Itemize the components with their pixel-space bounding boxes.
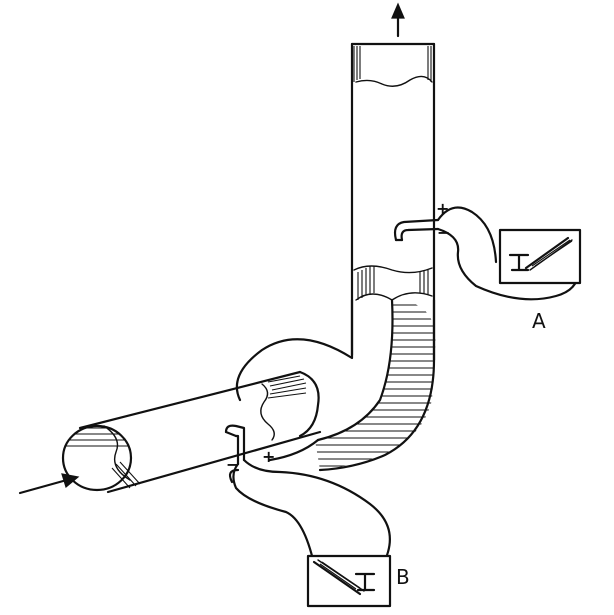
manometer-b-box [306,554,392,608]
inlet-mouth-hatching [64,427,128,447]
manometer-b-reservoir [354,572,376,592]
hose-a-plus [436,206,498,264]
duct-lower-cut-bottom [355,292,433,301]
tap-a-tube-lower [400,227,440,242]
housing-lower-edge [268,438,320,462]
inlet-near-hatching [111,461,141,489]
manometer-a-tube [524,236,570,270]
inlet-far-cutaway [260,383,275,441]
elbow-inner-wall [316,298,394,442]
duct-lower-cut-top [353,265,433,274]
housing-outer-curve [235,298,354,402]
hose-b-bend [228,468,240,484]
tap-a-plus-sign: + [436,199,449,218]
elbow-bend [235,298,436,472]
duct-top-cutaway [355,75,433,87]
manometer-b: B [306,554,410,608]
inlet-pipe [61,370,322,494]
tap-b-minus-sign: − [226,455,239,474]
pressure-tap-a: + − [393,199,580,301]
tap-b-tip [224,430,238,438]
elbow-outer-wall [318,298,436,472]
elbow-hatching [315,304,436,467]
arrow-right-icon [18,473,80,495]
manometer-b-tube [312,560,362,596]
inlet-far-end [298,370,320,438]
duct-top-hatching [353,46,432,82]
manometer-a: A [498,228,582,333]
duct-lower-band-hatching [357,266,429,300]
inlet-far-hatching [267,375,307,399]
label-b: B [396,565,410,589]
tap-a-tube-upper [393,218,440,242]
tap-b-tube-left [224,424,246,462]
inlet-top-edge [78,370,302,430]
inlet-mouth [61,424,133,492]
hose-a-minus [436,227,580,301]
arrow-up-icon [391,2,405,38]
label-a: A [532,309,546,333]
inlet-near-cutaway [103,425,131,481]
manometer-a-reservoir [508,253,530,272]
tap-b-plus-sign: + [262,447,275,466]
hose-b-minus [232,462,316,566]
tap-a-minus-sign: − [437,223,450,242]
inlet-bottom-edge [106,430,322,494]
